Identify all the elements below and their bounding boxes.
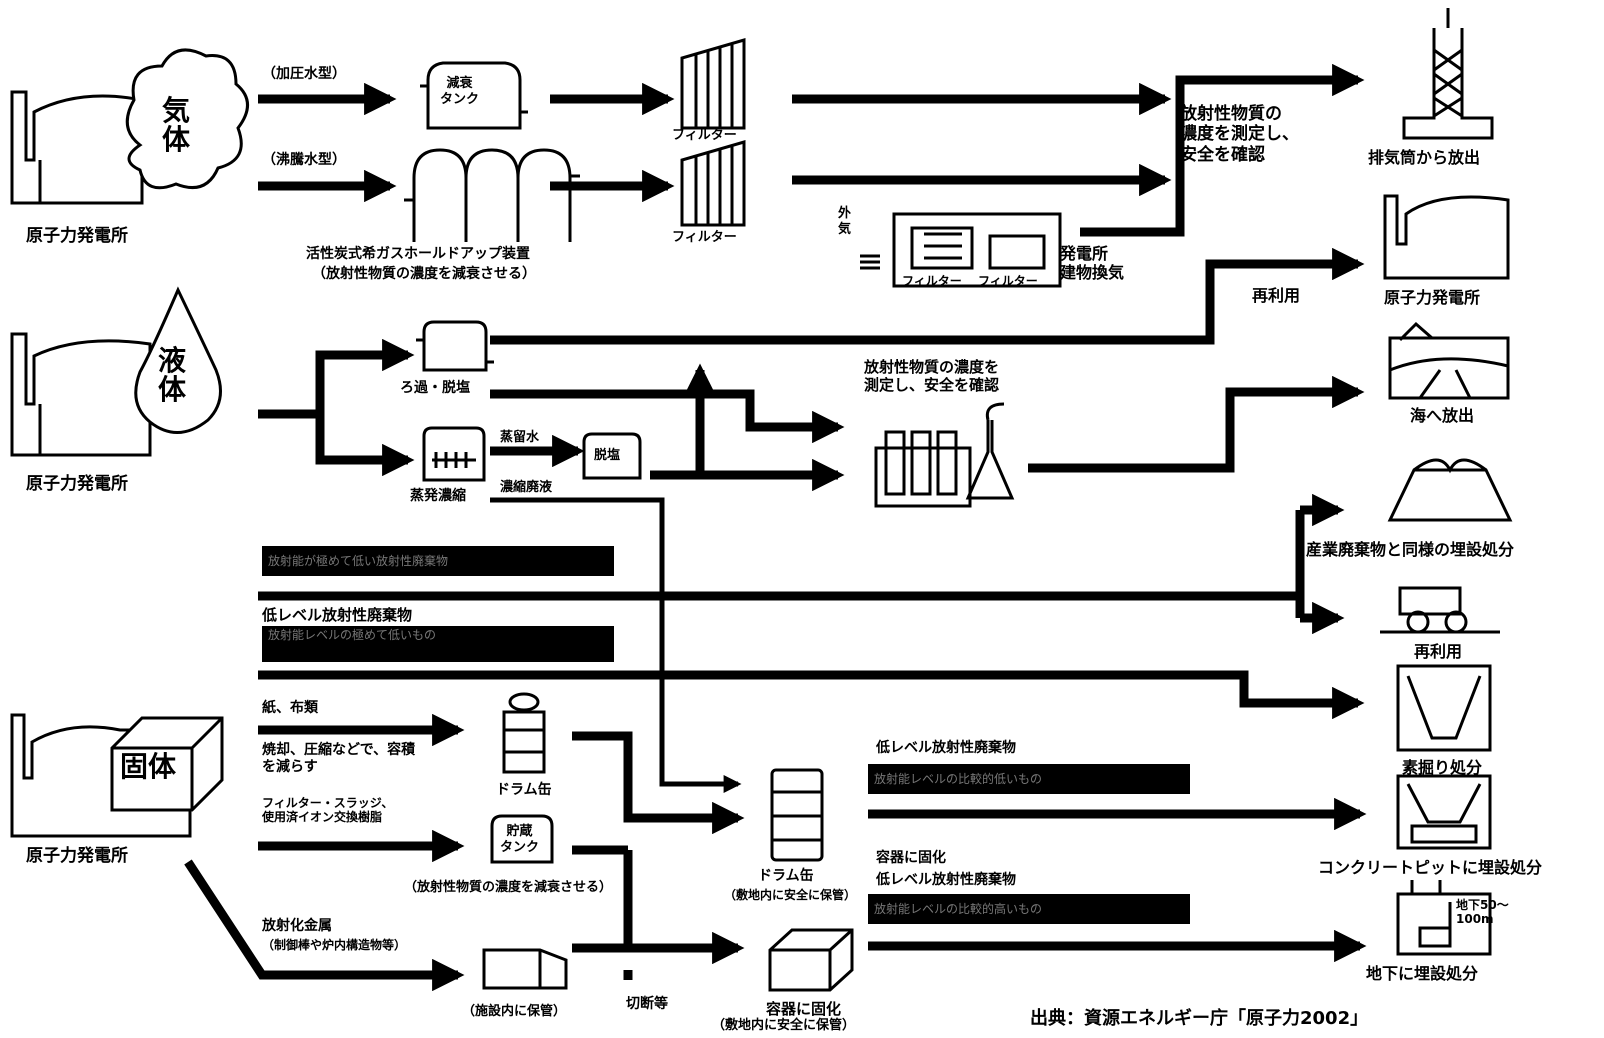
industrial-disposal-icon: [1387, 458, 1513, 522]
gas-plant-label: 原子力発電所: [26, 226, 128, 246]
low-level-label-2: 低レベル放射性廃棄物: [876, 872, 1016, 888]
building-exhaust-label: 発電所 建物換気: [1060, 244, 1125, 283]
low-level-label: 低レベル放射性廃棄物: [876, 740, 1016, 756]
category-box-3: 放射能レベルの比較的低いもの: [868, 764, 1190, 794]
trench-label: 素掘り処分: [1402, 758, 1483, 777]
pwr-label: （加圧水型）: [262, 66, 346, 82]
metal-note: （制御棒や炉内構造物等）: [262, 938, 407, 952]
gas-plant-icon: [10, 90, 144, 205]
solidify-note: （敷地内に安全に保管）: [712, 1018, 856, 1033]
solid-glyph: 固体: [120, 750, 177, 783]
storage-tank-label: 貯蔵 タンク: [500, 824, 540, 855]
underground-label: 地下に埋設処分: [1366, 964, 1479, 983]
ventilation-unit-icon: [860, 212, 1062, 288]
solid-plant-label: 原子力発電所: [26, 846, 128, 866]
depth-label: 地下50〜 100m: [1456, 898, 1509, 927]
filter-icon-1: [680, 38, 746, 130]
drum-label-2: ドラム缶: [758, 868, 814, 884]
category-box-4: 放射能レベルの比較的高いもの: [868, 894, 1190, 924]
liquid-plant-icon: [10, 332, 152, 457]
paper-label: 紙、布類: [262, 700, 318, 716]
holdup-note: （放射性物質の濃度を減衰させる）: [312, 266, 536, 282]
exhaust-stack-icon: [1402, 8, 1494, 140]
metal-label: 放射化金属: [262, 918, 332, 934]
cut-label: 切断等: [626, 996, 668, 1012]
keep-label: （施設内に保管）: [462, 1004, 567, 1019]
lab-equipment-icon: [874, 402, 1015, 508]
inner-filter-label-1: フィルター: [902, 274, 962, 288]
evap-label: 蒸発濃縮: [410, 488, 466, 504]
solidify-box-icon: [768, 928, 854, 992]
trench-disposal-icon: [1396, 664, 1492, 752]
drum-label-1: ドラム缶: [496, 782, 552, 798]
drum-note-2: （敷地内に安全に保管）: [724, 888, 857, 902]
distillate-label: 蒸留水: [500, 430, 540, 445]
filter-demin-tank-icon: [416, 320, 494, 372]
drum-can-icon-1: [502, 692, 546, 774]
storage-note: （放射性物質の濃度を減衰させる）: [404, 880, 613, 895]
concentrate-line: [490, 497, 742, 793]
recycle-roller-icon: [1380, 586, 1500, 634]
reuse-plant-icon: [1383, 194, 1510, 280]
band-lines: [258, 493, 1365, 720]
liquid-plant-label: 原子力発電所: [26, 474, 128, 494]
solid-cube-icon: [110, 716, 224, 812]
stack-label: 排気筒から放出: [1368, 148, 1481, 167]
holdup-label: 活性炭式希ガスホールドアップ装置: [306, 246, 530, 262]
gas-arrows: [258, 63, 1365, 237]
gas-glyph: 気 体: [162, 94, 191, 157]
decay-tank-icon: [420, 61, 528, 130]
filter-label-2: フィルター: [672, 230, 737, 245]
gas-measure-label: 放射性物質の 濃度を測定し、 安全を確認: [1180, 104, 1299, 165]
recycle-label: 再利用: [1414, 642, 1463, 661]
storage-tank-icon: [490, 814, 554, 864]
liquid-glyph: 液 体: [158, 344, 187, 407]
incinerate-label: 焼却、圧縮などで、容積 を減らす: [262, 742, 416, 775]
demin-tank-icon: [582, 432, 642, 480]
outside-air-label: 外 気: [838, 206, 852, 237]
filter-label-1: フィルター: [672, 128, 737, 143]
decay-tank-label: 減衰 タンク: [440, 76, 480, 107]
sea-label: 海へ放出: [1410, 406, 1475, 425]
filter-icon-2: [680, 140, 746, 227]
pit-label: コンクリートピットに埋設処分: [1318, 858, 1543, 877]
concentrate-label: 濃縮廃液: [500, 480, 553, 495]
reuse-label: 再利用: [1252, 286, 1301, 305]
industrial-label: 産業廃棄物と同様の埋設処分: [1306, 540, 1515, 559]
liquid-measure-label: 放射性物質の濃度を 測定し、安全を確認: [864, 358, 1000, 394]
source-credit: 出典：資源エネルギー庁「原子力2002」: [1030, 1008, 1369, 1029]
demin-label: 脱塩: [594, 448, 621, 463]
solid-arrows: [184, 713, 1367, 992]
evaporator-icon: [422, 426, 486, 482]
concrete-pit-icon: [1396, 774, 1492, 850]
reuse-plant-label: 原子力発電所: [1384, 288, 1481, 307]
category-box-1: 放射能が極めて低い放射性廃棄物: [262, 546, 614, 576]
liquid-arrows: [258, 247, 1365, 492]
gas-cloud-icon: [125, 48, 249, 190]
inner-filter-label-2: フィルター: [978, 274, 1038, 288]
category-box-2: 放射能レベルの極めて低いもの: [262, 626, 614, 662]
liquid-drop-icon: [134, 286, 222, 434]
solid-plant-icon: [10, 713, 192, 838]
sea-release-icon: [1388, 321, 1510, 400]
solidify-label-2: 容器に固化: [876, 850, 946, 866]
bwr-label: （沸騰水型）: [262, 152, 346, 168]
underground-disposal-icon: [1396, 880, 1492, 956]
filter-sludge-label: フィルター・スラッジ、 使用済イオン交換樹脂: [262, 796, 394, 825]
holdup-device-icon: [404, 148, 580, 242]
drum-can-icon-2: [770, 768, 824, 862]
solidify-label: 容器に固化: [766, 1000, 842, 1018]
box-2-caption: 低レベル放射性廃棄物: [262, 606, 413, 624]
keep-container-icon: [482, 948, 568, 990]
filter-demin-label: ろ過・脱塩: [400, 380, 470, 396]
